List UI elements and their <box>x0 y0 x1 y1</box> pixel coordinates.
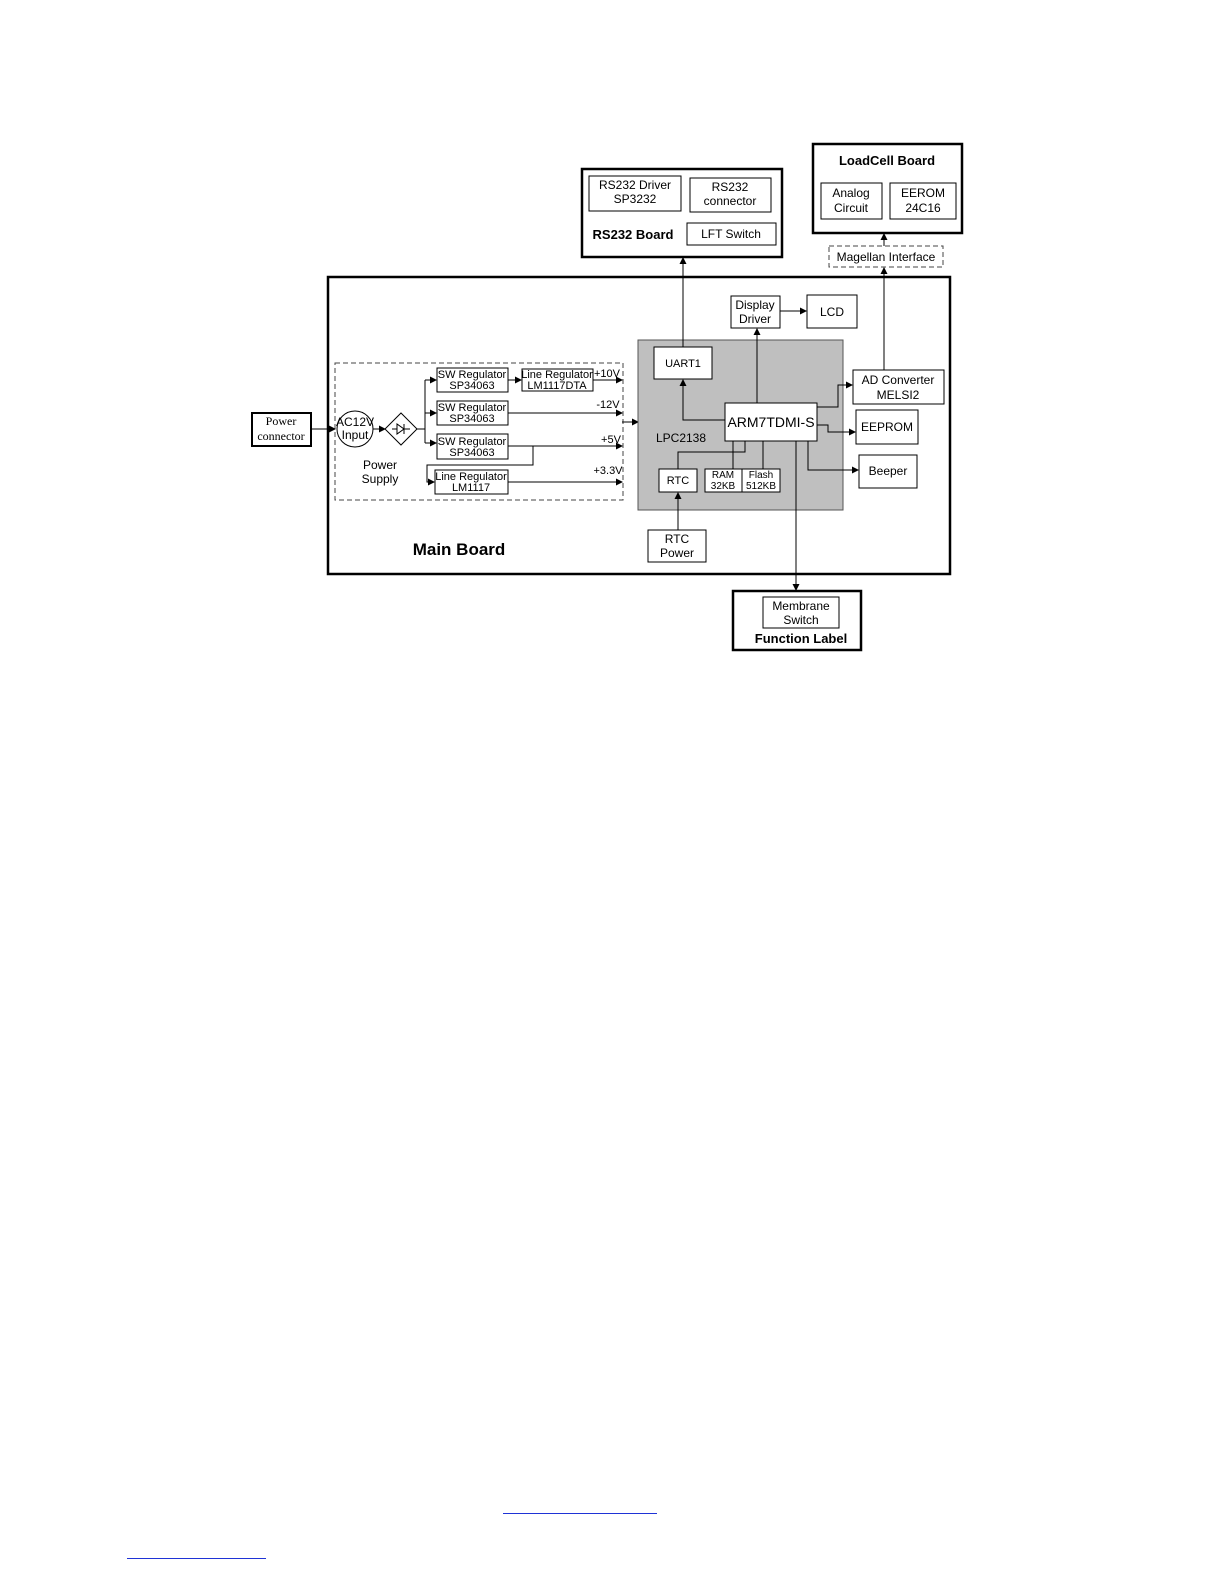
flash-label-2: 512KB <box>746 481 776 492</box>
sw-regulator-3-label-1: SW Regulator <box>438 436 507 448</box>
rs232-connector-label-1: RS232 <box>712 180 749 194</box>
power-supply-label-1: Power <box>363 458 397 472</box>
ac-input-label-2: Input <box>342 428 369 442</box>
sw-regulator-2-label-2: SP34063 <box>449 413 494 425</box>
power-supply-region <box>334 362 624 501</box>
eerom-box <box>889 182 957 220</box>
sw-regulator-1-label-2: SP34063 <box>449 380 494 392</box>
flash-box <box>741 468 781 493</box>
line-regulator-2-label-1: Line Regulator <box>435 471 507 483</box>
arm-core-box <box>724 402 818 442</box>
rail-10v-label: +10V <box>594 368 621 380</box>
ad-converter-label-1: AD Converter <box>862 373 935 387</box>
rail-5v-label: +5V <box>601 434 622 446</box>
rail-12v-label: -12V <box>596 399 620 411</box>
rs232-driver-label-2: SP3232 <box>614 192 657 206</box>
rs232-connector-label-2: connector <box>704 194 757 208</box>
lft-switch-label: LFT Switch <box>701 227 761 241</box>
rtc-power-label-2: Power <box>660 546 694 560</box>
footer-link-underline-1[interactable] <box>503 1513 657 1514</box>
sw-regulator-3-label-2: SP34063 <box>449 447 494 459</box>
uart1-label: UART1 <box>665 358 701 370</box>
power-connector-box <box>251 412 312 447</box>
rs232-board-title: RS232 Board <box>593 227 674 242</box>
rtc-power-label-1: RTC <box>665 532 690 546</box>
beeper-box <box>858 454 918 489</box>
eeprom-box <box>855 409 919 445</box>
rs232-driver-label-1: RS232 Driver <box>599 178 671 192</box>
eerom-label-1: EEROM <box>901 186 945 200</box>
rs232-driver-box <box>588 175 682 212</box>
analog-circuit-box <box>820 182 883 220</box>
power-connector-label-1: Power <box>266 414 297 428</box>
membrane-switch-label-2: Switch <box>783 613 818 627</box>
loadcell-board-title: LoadCell Board <box>839 153 935 168</box>
ac-input-label-1: AC12V <box>336 415 374 429</box>
power-connector-label-2: connector <box>257 429 304 443</box>
eeprom-label: EEPROM <box>861 420 913 434</box>
sw-regulator-1-label-1: SW Regulator <box>438 369 507 381</box>
rs232-connector-box <box>689 177 772 213</box>
ram-label-2: 32KB <box>711 481 736 492</box>
loadcell-board: LoadCell Board Analog Circuit EEROM 24C1… <box>811 142 964 235</box>
line-regulator-2-box <box>434 469 509 495</box>
lpc2138-label: LPC2138 <box>656 431 706 445</box>
membrane-switch-box <box>762 596 840 629</box>
ram-label-1: RAM <box>712 470 734 481</box>
lft-switch-box <box>686 222 777 246</box>
power-supply-label-2: Supply <box>362 472 399 486</box>
line-regulator-2-label-2: LM1117 <box>452 482 490 494</box>
display-driver-label-1: Display <box>735 298 774 312</box>
analog-circuit-label-1: Analog <box>832 186 869 200</box>
function-label-title: Function Label <box>755 631 847 646</box>
analog-circuit-label-2: Circuit <box>834 201 869 215</box>
function-label-board: Membrane Switch Function Label <box>731 589 863 652</box>
flash-label-1: Flash <box>749 470 773 481</box>
lcd-box <box>806 294 858 329</box>
ad-converter-box <box>852 369 945 405</box>
eerom-label-2: 24C16 <box>905 201 941 215</box>
rectifier-icon <box>384 412 418 446</box>
footer-link-underline-2[interactable] <box>127 1558 266 1559</box>
rtc-label: RTC <box>667 475 689 487</box>
rs232-board: RS232 Driver SP3232 RS232 connector LFT … <box>580 167 784 259</box>
main-board-title: Main Board <box>413 540 506 559</box>
membrane-switch-label-1: Membrane <box>772 599 830 613</box>
beeper-label: Beeper <box>869 464 908 478</box>
sw-regulator-3-box <box>436 433 509 460</box>
rtc-power-box <box>647 529 707 563</box>
arm-core-label: ARM7TDMI-S <box>727 414 814 430</box>
rail-3v3-label: +3.3V <box>593 465 623 477</box>
magellan-interface-label: Magellan Interface <box>837 250 936 264</box>
display-driver-box <box>730 295 781 329</box>
sw-regulator-2-label-1: SW Regulator <box>438 402 507 414</box>
display-driver-label-2: Driver <box>739 312 771 326</box>
ad-converter-label-2: MELSI2 <box>877 388 920 402</box>
lcd-label: LCD <box>820 305 844 319</box>
sw-regulator-2-box <box>436 400 509 426</box>
uart1-box <box>653 346 713 380</box>
line-regulator-1-label-2: LM1117DTA <box>527 380 587 392</box>
line-regulator-1-label-1: Line Regulator <box>521 369 593 381</box>
